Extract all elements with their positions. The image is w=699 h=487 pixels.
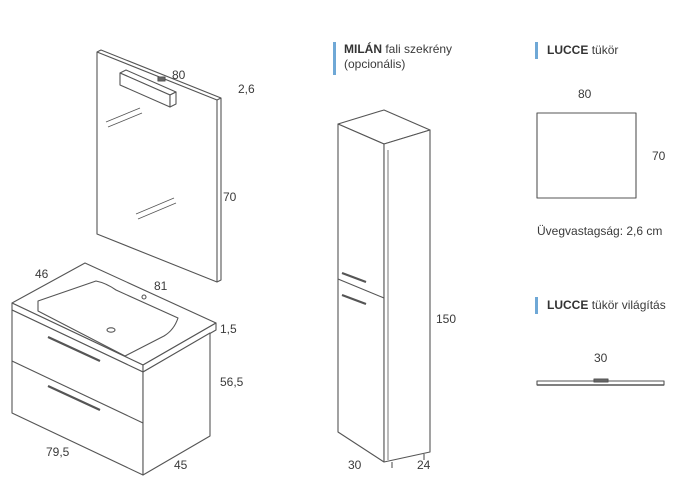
lucce-lamp-drawing	[536, 378, 665, 386]
milan-desc2: (opcionális)	[344, 57, 406, 71]
lucce-glass-thickness-label: Üvegvastagság: 2,6 cm	[537, 224, 663, 238]
lucce-light-desc: tükör világítás	[591, 298, 666, 312]
vanity-top-thickness-label: 1,5	[220, 322, 237, 336]
milan-desc: fali szekrény	[385, 42, 453, 56]
lucce-mirror-heading: LUCCE tükör	[547, 43, 618, 58]
lucce-light-heading: LUCCE tükör világítás	[547, 298, 666, 313]
lucce-light-name: LUCCE	[547, 298, 589, 312]
vanity-body-height-label: 56,5	[220, 375, 244, 389]
milan-cabinet-drawing	[337, 109, 431, 468]
lucce-light-accent-bar	[535, 297, 538, 314]
lucce-mirror-width-label: 80	[578, 87, 592, 101]
vanity-width-label: 79,5	[46, 445, 70, 459]
milan-depth-label: 24	[417, 458, 431, 472]
vanity-body-depth-label: 45	[174, 458, 188, 472]
lucce-mirror-drawing	[536, 112, 637, 199]
lucce-mirror-height-label: 70	[652, 149, 666, 163]
mirror-height-label: 70	[223, 190, 237, 204]
mirror-width-label: 80	[172, 68, 186, 82]
vanity-basin-width-label: 81	[154, 279, 168, 293]
lucce-mirror-name: LUCCE	[547, 43, 589, 57]
lucce-mirror-desc: tükör	[591, 43, 619, 57]
lucce-light-width-label: 30	[594, 351, 608, 365]
vanity-depth-label: 46	[35, 267, 49, 281]
mirror-drawing	[96, 49, 222, 283]
milan-name: MILÁN	[344, 42, 382, 56]
milan-height-label: 150	[436, 312, 457, 326]
milan-accent-bar	[333, 42, 336, 75]
lucce-mirror-accent-bar	[535, 42, 538, 59]
milan-heading: MILÁN fali szekrény (opcionális)	[344, 42, 452, 72]
mirror-depth-label: 2,6	[238, 82, 255, 96]
mirror-lamp-drawing	[119, 69, 177, 108]
milan-width-label: 30	[348, 458, 362, 472]
vanity-drawing	[11, 262, 217, 476]
